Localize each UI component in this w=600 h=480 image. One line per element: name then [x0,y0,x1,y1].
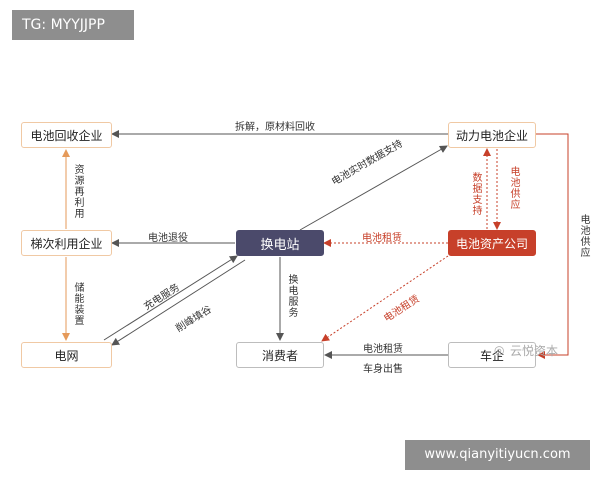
node-power-battery: 动力电池企业 [448,122,536,148]
wechat-icon: ◎ [494,343,505,357]
node-recycle: 电池回收企业 [21,122,112,148]
edge-battery-supply-right [536,133,569,359]
label-battery-retire: 电池退役 [148,233,188,244]
label-dismantle: 拆解，原材料回收 [235,122,315,133]
label-body-sale: 车身出售 [363,364,403,375]
node-grid: 电网 [21,342,112,368]
edge-charging-service [103,255,238,341]
footer-site: www.qianyitiyucn.com [405,440,590,470]
node-cascade: 梯次利用企业 [21,230,112,256]
edge-lease-consumer [321,255,449,342]
edge-peak-shaving [111,259,246,346]
label-lease-station: 电池租赁 [362,233,402,244]
label-battery-supply-short: 电池供应 [508,166,519,210]
header-tag: TG: MYYJJPP [12,10,134,40]
node-consumer: 消费者 [236,342,324,368]
watermark-text: 云悦资本 [510,344,559,358]
node-battery-asset: 电池资产公司 [448,230,536,256]
label-resource-reuse: 资源再利用 [72,164,83,219]
edge-data-realtime [299,145,448,231]
label-battery-supply-right: 电池供应 [578,214,589,258]
label-swap-service: 换电服务 [286,274,297,318]
node-car-company: 车企 [448,342,536,368]
node-swap-station: 换电站 [236,230,324,256]
label-lease-car: 电池租赁 [363,344,403,355]
label-data-support: 数据支持 [470,172,481,216]
label-energy-storage: 储能装置 [72,282,83,326]
